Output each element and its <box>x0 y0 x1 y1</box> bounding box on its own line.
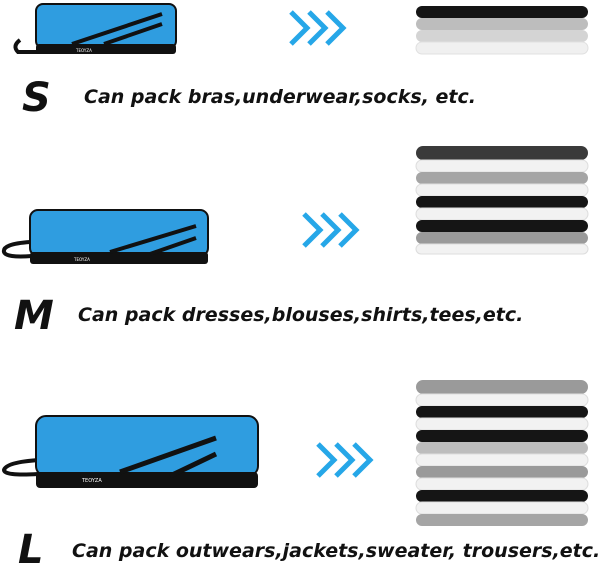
triple-chevron-right-icon <box>289 10 347 46</box>
caption-l: Can pack outwears,jackets,sweater, trous… <box>72 540 600 562</box>
size-row-s: TEOYZA S Can pack bras,underwear,socks, … <box>0 0 600 130</box>
folded-clothes-stack-medium <box>415 146 589 255</box>
size-letter-s: S <box>22 75 51 121</box>
size-letter-m: M <box>14 293 54 339</box>
folded-clothes-stack-large <box>415 380 589 526</box>
packing-cube-medium-image: TEOYZA <box>1 209 209 264</box>
caption-m: Can pack dresses,blouses,shirts,tees,etc… <box>78 304 524 326</box>
brand-label: TEOYZA <box>81 478 102 484</box>
size-letter-l: L <box>18 527 44 573</box>
brand-label: TEOYZA <box>73 257 90 262</box>
caption-s: Can pack bras,underwear,socks, etc. <box>84 86 476 108</box>
triple-chevron-right-icon <box>302 212 360 248</box>
size-row-l: TEOYZA L Can pack outwears,jackets,sweat… <box>0 370 600 570</box>
triple-chevron-right-icon <box>316 442 374 478</box>
packing-cube-large-image: TEOYZA <box>1 415 259 488</box>
brand-label: TEOYZA <box>75 48 92 53</box>
packing-cube-small-image: TEOYZA <box>13 3 177 54</box>
size-row-m: TEOYZA M Can pack dresses,blouses,shirts… <box>0 140 600 340</box>
folded-clothes-stack-small <box>415 6 589 55</box>
